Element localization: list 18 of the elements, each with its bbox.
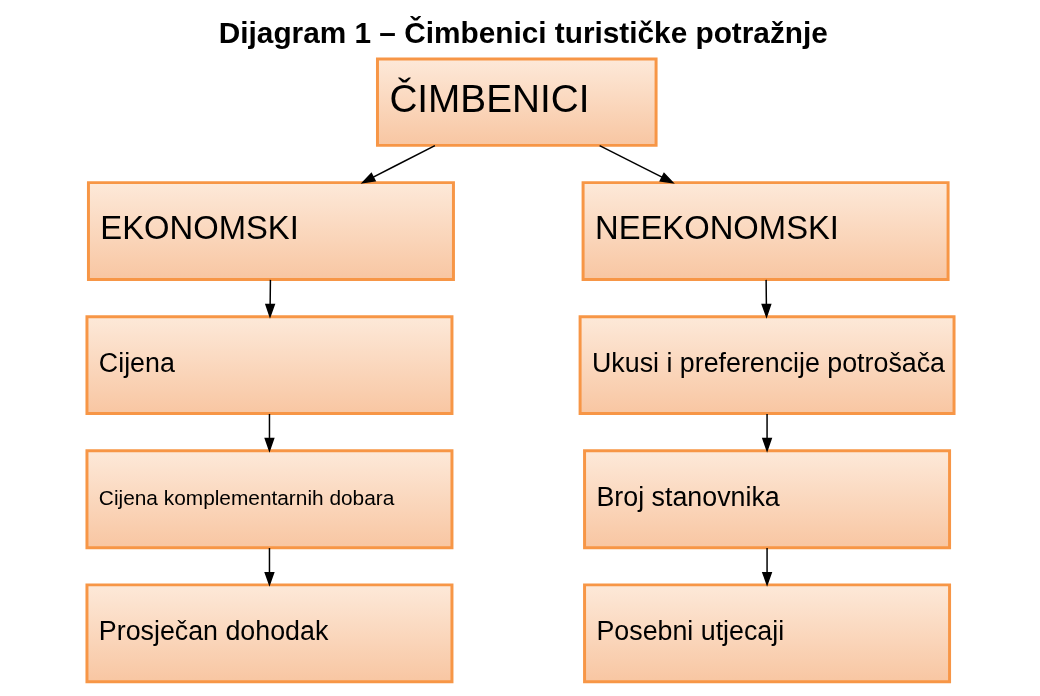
node-box: Cijena komplementarnih dobara [84, 449, 453, 550]
diagram-title: Dijagram 1 – Čimbenici turističke potražnje [218, 15, 828, 49]
arrow [264, 279, 275, 319]
node-box: Prosječan dohodak [84, 583, 453, 684]
arrow [598, 144, 675, 184]
arrow [760, 279, 772, 319]
node-box: NEEKONOMSKI [581, 181, 950, 281]
arrow [263, 413, 275, 453]
node-box: ČIMBENICI [375, 57, 658, 147]
node-box: Broj stanovnika [582, 449, 951, 550]
node-box: Posebni utjecaji [582, 583, 951, 684]
arrow [360, 144, 436, 184]
node-box: Ukusi i preferencije potrošača [578, 315, 956, 416]
arrow [761, 547, 772, 587]
arrow [263, 547, 275, 587]
arrow [761, 413, 772, 453]
node-box: Cijena [84, 315, 453, 416]
node-box: EKONOMSKI [86, 181, 455, 281]
